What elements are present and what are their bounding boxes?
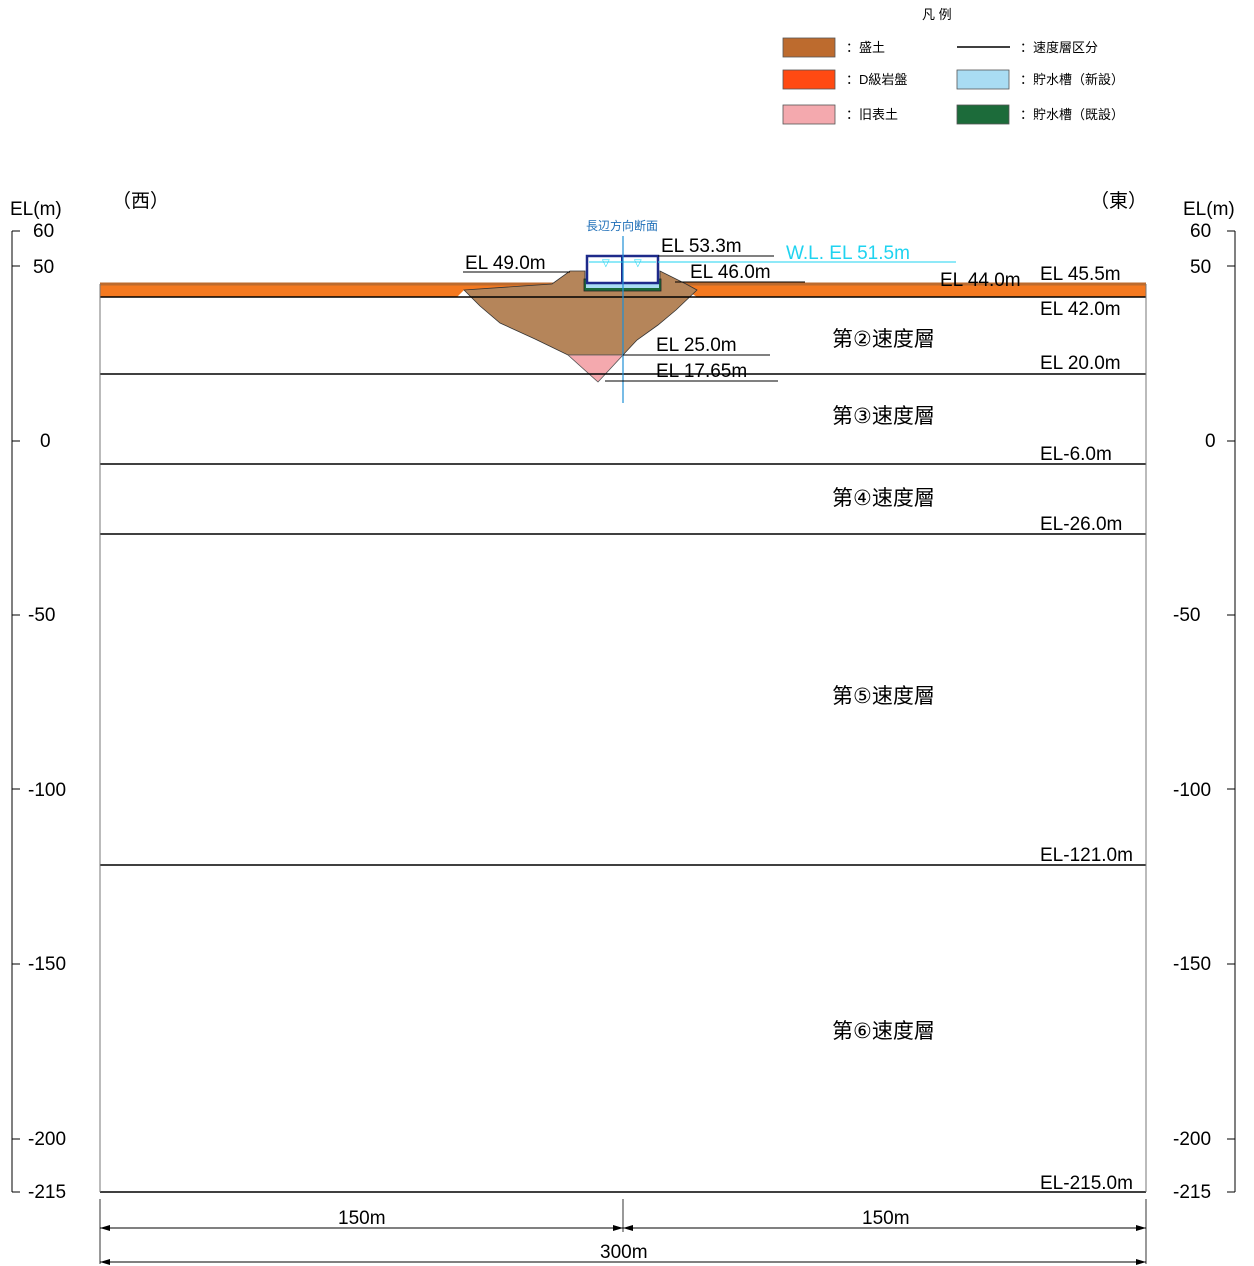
right-tick-label-m215: -215 — [1173, 1182, 1211, 1203]
dim-arrow-icon — [100, 1225, 1146, 1231]
west-label: （西） — [112, 190, 169, 212]
velocity-layer-labels: 第②速度層 第③速度層 第④速度層 第⑤速度層 第⑥速度層 — [832, 328, 935, 1043]
label-water-level: W.L. EL 51.5m — [786, 243, 910, 264]
right-axis: EL(m) 60 50 0 -50 -100 -150 -200 -215 — [1173, 199, 1236, 1203]
label-el-17-65: EL 17.65m — [656, 361, 747, 382]
label-el-20-0: EL 20.0m — [1040, 353, 1121, 374]
legend-swatch-tank-new — [956, 69, 1010, 90]
label-el-46-0: EL 46.0m — [690, 262, 771, 283]
layer-label-4: 第④速度層 — [832, 487, 935, 510]
water-level-marker-icon: ▽ — [634, 258, 642, 269]
right-tick-label-m50: -50 — [1173, 605, 1200, 626]
label-el-42-0: EL 42.0m — [1040, 299, 1121, 320]
label-el-44-0: EL 44.0m — [940, 270, 1021, 291]
label-el-m215: EL-215.0m — [1040, 1173, 1133, 1194]
dim-label-right: 150m — [862, 1208, 910, 1229]
right-tick-label-m150: -150 — [1173, 954, 1211, 975]
water-level-marker-icon: ▽ — [602, 258, 610, 269]
legend-swatch-rock — [782, 69, 836, 90]
label-el-m121: EL-121.0m — [1040, 845, 1133, 866]
right-tick-label-50: 50 — [1190, 257, 1211, 278]
legend-label-velocity-line: ：速度層区分 — [1020, 40, 1098, 55]
legend-swatch-old-topsoil — [782, 104, 836, 125]
legend-label-rock: ：D級岩盤 — [846, 72, 907, 87]
right-axis-title: EL(m) — [1183, 199, 1235, 220]
dim-label-left: 150m — [338, 1208, 386, 1229]
left-tick-label-m50: -50 — [28, 605, 55, 626]
old-topsoil — [566, 354, 624, 383]
legend-title: 凡 例 — [922, 7, 952, 22]
label-el-49-0: EL 49.0m — [465, 253, 546, 274]
left-tick-label-m100: -100 — [28, 780, 66, 801]
label-el-25-0: EL 25.0m — [656, 335, 737, 356]
legend-label-tank-new: ：貯水槽（新設） — [1020, 72, 1124, 87]
legend: 凡 例 ：盛土 ：D級岩盤 ：旧表土 ：速度層区分 ：貯水槽（新設） ：貯水槽（… — [782, 7, 1124, 125]
legend-label-fill: ：盛土 — [846, 40, 885, 55]
section-label: 長辺方向断面 — [586, 218, 658, 233]
layer-label-6: 第⑥速度層 — [832, 1020, 935, 1043]
legend-label-old-topsoil: ：旧表土 — [846, 107, 898, 122]
right-tick-label-0: 0 — [1205, 431, 1216, 452]
label-el-m26: EL-26.0m — [1040, 514, 1122, 535]
legend-label-tank-old: ：貯水槽（既設） — [1020, 107, 1124, 122]
layer-label-2: 第②速度層 — [832, 328, 935, 351]
label-el-m6: EL-6.0m — [1040, 444, 1112, 465]
east-label: （東） — [1090, 190, 1147, 212]
embankment-fill — [463, 270, 698, 356]
left-tick-label-m150: -150 — [28, 954, 66, 975]
left-tick-label-m200: -200 — [28, 1129, 66, 1150]
left-axis: EL(m) 60 50 0 -50 -100 -150 -200 -215 — [10, 199, 66, 1203]
dim-label-total: 300m — [600, 1242, 648, 1263]
legend-swatch-fill — [782, 37, 836, 58]
right-tick-label-60: 60 — [1190, 221, 1211, 242]
right-tick-label-m100: -100 — [1173, 780, 1211, 801]
left-axis-title: EL(m) — [10, 199, 62, 220]
layer-label-3: 第③速度層 — [832, 405, 935, 428]
ground-section — [99, 270, 1147, 1193]
legend-swatch-tank-old — [956, 104, 1010, 125]
left-tick-label-50: 50 — [33, 257, 54, 278]
d-class-rock-layer — [100, 284, 1146, 297]
label-el-45-5: EL 45.5m — [1040, 264, 1121, 285]
right-tick-label-m200: -200 — [1173, 1129, 1211, 1150]
elevation-annotations: EL 53.3m W.L. EL 51.5m EL 49.0m EL 46.0m… — [463, 236, 1133, 1194]
left-tick-label-m215: -215 — [28, 1182, 66, 1203]
label-el-53-3: EL 53.3m — [661, 236, 742, 257]
dimension-lines: 150m 150m 300m — [99, 1199, 1147, 1265]
left-tick-label-60: 60 — [33, 221, 54, 242]
layer-label-5: 第⑤速度層 — [832, 685, 935, 708]
left-tick-label-0: 0 — [40, 431, 51, 452]
